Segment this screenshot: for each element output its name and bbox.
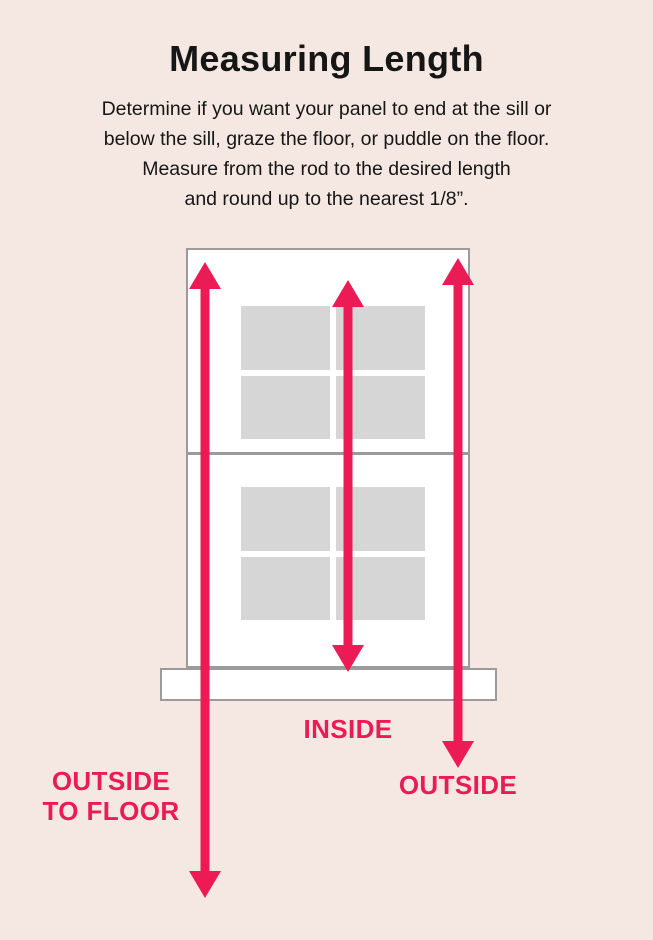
instructions-line: Determine if you want your panel to end … (101, 98, 552, 120)
outside-to-floor-label-line2: TO FLOOR (42, 796, 180, 826)
outside-to-floor-label-line1: OUTSIDE (51, 766, 171, 796)
window-pane (241, 306, 330, 370)
arrowhead-down-icon (442, 741, 474, 768)
window-pane (241, 375, 330, 439)
instructions-text: Determine if you want your panel to end … (0, 94, 653, 214)
inside-measure-arrow-icon (332, 280, 364, 672)
instructions-line: below the sill, graze the floor, or pudd… (103, 128, 550, 150)
window-pane (241, 556, 330, 620)
outside-to-floor-label: OUTSIDE TO FLOOR (11, 766, 211, 826)
arrow-shaft (200, 276, 210, 884)
inside-label: INSIDE (303, 714, 393, 744)
window-pane (241, 487, 330, 551)
window-sill (160, 668, 497, 701)
outside-to-floor-arrow-icon (189, 262, 221, 898)
outside-label: OUTSIDE (398, 770, 518, 800)
outside-measure-arrow-icon (442, 258, 474, 768)
instructions-line: and round up to the nearest 1/8”. (184, 188, 469, 210)
arrowhead-down-icon (332, 645, 364, 672)
page-title: Measuring Length (169, 38, 484, 79)
arrow-shaft (453, 272, 463, 754)
arrow-shaft (343, 294, 353, 658)
arrowhead-down-icon (189, 871, 221, 898)
instructions-line: Measure from the rod to the desired leng… (142, 158, 511, 180)
window-meeting-rail (188, 452, 468, 455)
